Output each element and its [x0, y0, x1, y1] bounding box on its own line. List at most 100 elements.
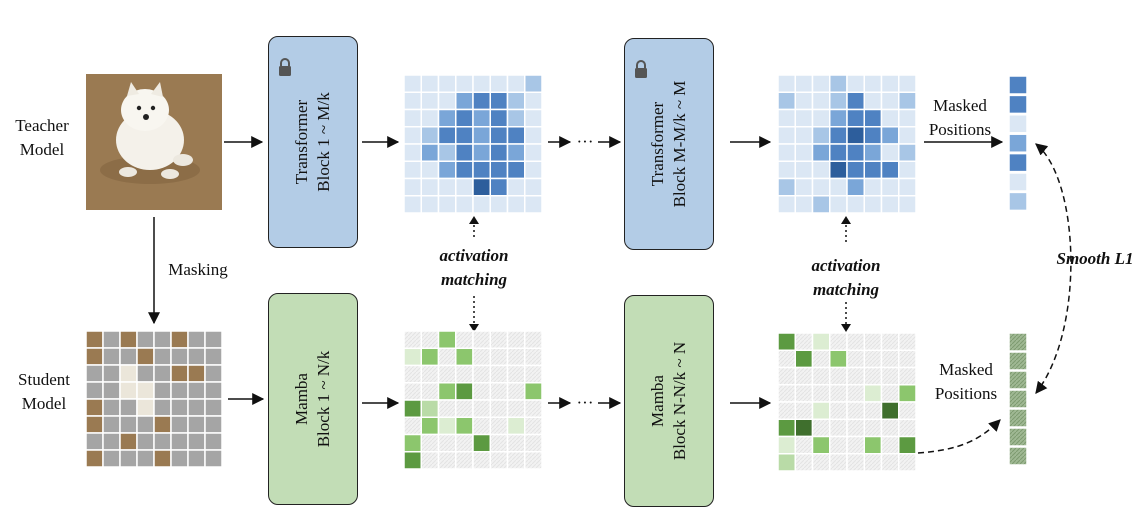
student-grid-1-cell	[420, 330, 440, 349]
teacher-grid-2-cell	[811, 108, 831, 128]
teacher-grid-1-cell	[420, 108, 440, 128]
teacher-grid-1-cell	[403, 143, 422, 162]
student-grid-2-cell	[898, 418, 917, 438]
student-image-patch	[119, 449, 138, 468]
teacher-grid-1-cell	[489, 160, 509, 180]
student-grid-1-cell	[437, 364, 457, 384]
student-grid-1-cell	[472, 364, 491, 384]
teacher-model-label: Teacher Model	[2, 114, 82, 162]
teacher-grid-1-cell	[437, 143, 457, 162]
student-grid-1-cell	[437, 451, 457, 470]
student-image-patch	[153, 449, 172, 468]
student-grid-1-cell	[472, 433, 491, 453]
student-image-patch	[153, 415, 172, 434]
student-image-patch	[153, 330, 172, 349]
teacher-grid-1-cell	[455, 177, 474, 197]
teacher-grid-1-cell	[437, 177, 457, 197]
student-image-patch	[136, 347, 155, 366]
student-grid-2-cell	[777, 349, 796, 369]
student-image-patch	[153, 364, 172, 383]
teacher-grid-2-cell	[811, 195, 831, 214]
activation-matching-label-2: activation matching	[786, 254, 906, 302]
teacher-grid-1-cell	[489, 143, 509, 162]
student-grid-2-cell	[846, 349, 865, 369]
student-grid-2-cell	[811, 332, 831, 351]
student-image-patch	[136, 449, 155, 468]
student-image-patch	[204, 347, 223, 366]
teacher-grid-1-cell	[420, 160, 440, 180]
student-grid-2-cell	[811, 418, 831, 438]
student-image-patch	[136, 330, 155, 349]
student-grid-1-cell	[420, 364, 440, 384]
student-grid-2-cell	[777, 453, 796, 472]
teacher-grid-1-cell	[437, 108, 457, 128]
student-grid-2-cell	[863, 384, 883, 403]
student-grid-1-cell	[403, 433, 422, 453]
student-grid-1-cell	[455, 330, 474, 349]
teacher-grid-2-cell	[898, 195, 917, 214]
activation-matching-1-line-2: matching	[440, 270, 508, 289]
student-grid-2-cell	[863, 401, 883, 420]
teacher-grid-2-cell	[794, 160, 814, 180]
teacher-label-line-1: Teacher	[15, 116, 69, 135]
student-grid-2-cell	[863, 332, 883, 351]
teacher-grid-1-cell	[472, 195, 491, 214]
dotted-arrowhead-1-down	[469, 324, 479, 332]
student-grid-2-cell	[863, 418, 883, 438]
student-grid-1-cell	[437, 382, 457, 401]
student-image-patch	[102, 449, 121, 468]
student-grid-1-cell	[472, 416, 491, 436]
teacher-grid-1-cell	[437, 195, 457, 214]
teacher-grid-2-cell	[811, 91, 831, 111]
teacher-grid-2-cell	[846, 108, 865, 128]
teacher-grid-2-cell	[777, 160, 796, 180]
student-image-patch	[204, 364, 223, 383]
teacher-label-line-2: Model	[19, 140, 65, 159]
transformer-block-1-line-1: Transformer	[292, 99, 311, 185]
teacher-grid-2-cell	[794, 108, 814, 128]
teacher-grid-2-cell	[829, 160, 848, 180]
masked-positions-teacher-line-1: Masked	[933, 96, 987, 115]
teacher-grid-2-cell	[846, 126, 865, 145]
student-grid-2-cell	[846, 366, 865, 386]
teacher-grid-1-cell	[403, 177, 422, 197]
mamba-block-2-line-2: Block N-N/k ~ N	[670, 341, 689, 461]
student-grid-1-cell	[403, 451, 422, 470]
teacher-grid-1-cell	[403, 108, 422, 128]
student-grid-2-cell	[794, 453, 814, 472]
transformer-block-2-line-1: Transformer	[648, 101, 667, 187]
student-grid-2-cell	[880, 384, 900, 403]
teacher-grid-1-cell	[506, 108, 526, 128]
masking-label: Masking	[168, 260, 228, 279]
student-grid-2-cell	[880, 332, 900, 351]
transformer-block-2-text: Transformer Block M-M/k ~ M	[647, 81, 691, 208]
teacher-grid-1-cell	[506, 74, 526, 93]
teacher-grid-1-cell	[506, 126, 526, 145]
teacher-grid-1-cell	[489, 74, 509, 93]
student-image-patch	[170, 432, 189, 451]
student-grid-2-cell	[777, 418, 796, 438]
student-grid-2-cell	[811, 401, 831, 420]
lock-icon	[635, 60, 647, 78]
teacher-grid-1-cell	[420, 143, 440, 162]
teacher-grid-2-cell	[880, 91, 900, 111]
activation-matching-1-line-1: activation	[439, 246, 509, 265]
teacher-grid-1-cell	[524, 160, 543, 180]
student-image-patch	[204, 415, 223, 434]
teacher-grid-1-cell	[524, 74, 543, 93]
masked-positions-teacher-line-2: Positions	[928, 120, 992, 139]
student-grid-1-cell	[472, 330, 491, 349]
student-grid-1-cell	[524, 347, 543, 367]
student-grid-2-cell	[829, 332, 848, 351]
student-grid-1-cell	[420, 382, 440, 401]
student-grid-1-cell	[437, 399, 457, 418]
teacher-grid-2-cell	[880, 126, 900, 145]
teacher-grid-1-cell	[420, 74, 440, 93]
teacher-grid-1-cell	[455, 91, 474, 111]
student-vector-cell	[1008, 370, 1028, 390]
teacher-grid-2-cell	[863, 74, 883, 93]
student-grid-1-cell	[524, 451, 543, 470]
teacher-grid-2-cell	[777, 143, 796, 162]
teacher-grid-1-cell	[472, 160, 491, 180]
teacher-grid-1-cell	[472, 91, 491, 111]
